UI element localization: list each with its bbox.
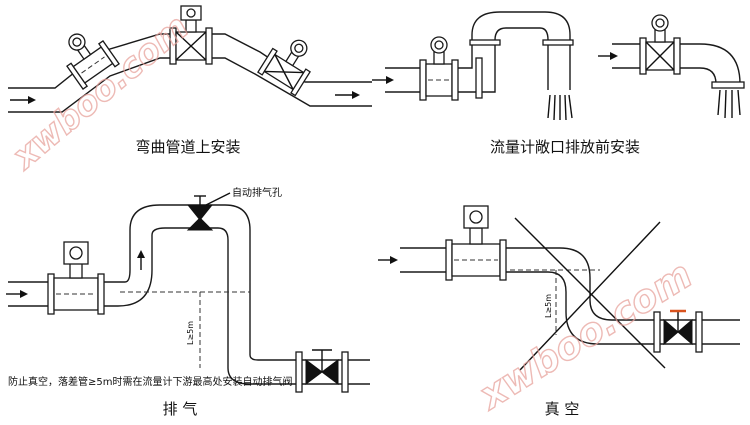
panel-vacuum: L≥5m 真 空: [378, 205, 740, 418]
label-drop-length: L≥5m: [186, 321, 195, 345]
flow-meter: [47, 241, 105, 315]
caption-vacuum: 真 空: [545, 400, 580, 418]
flow-arrow: [598, 52, 618, 60]
flow-arrow: [6, 290, 28, 298]
flow-meter: [445, 205, 507, 281]
label-vacuum-note: 防止真空，落差管≥5m时需在流量计下游最高处安装自动排气阀: [8, 375, 292, 388]
panel-bent-pipe: 弯曲管道上安装: [8, 5, 372, 156]
flow-arrow: [10, 96, 36, 104]
discharge-spray: [547, 94, 573, 121]
gate-valve: [295, 349, 349, 393]
auto-vent-valve: [186, 195, 214, 231]
flow-arrow: [372, 76, 394, 84]
flow-meter: [257, 39, 311, 97]
caption-bent-pipe: 弯曲管道上安装: [135, 138, 240, 156]
prohibited-x-mark: [514, 217, 666, 371]
label-auto-vent: 自动排气孔: [232, 186, 282, 199]
flow-meter: [66, 33, 120, 90]
panel-venting: 自动排气孔 L≥5m 防止真空，落差管≥5m时需在流量计下游最高处安装自动排气阀…: [6, 186, 370, 418]
flow-arrow: [137, 250, 145, 270]
caption-venting: 排 气: [163, 400, 198, 418]
flow-meter: [639, 14, 681, 75]
discharge-spray: [717, 89, 741, 119]
label-drop-length-vacuum: L≥5m: [544, 294, 553, 318]
panel-open-discharge: 流量计敞口排放前安装: [372, 11, 745, 156]
caption-open-discharge: 流量计敞口排放前安装: [490, 138, 640, 156]
flow-meter: [169, 5, 213, 65]
gate-valve: [653, 309, 703, 353]
flow-meter: [419, 36, 459, 101]
flow-arrow: [378, 256, 398, 264]
flow-arrow: [335, 91, 360, 99]
